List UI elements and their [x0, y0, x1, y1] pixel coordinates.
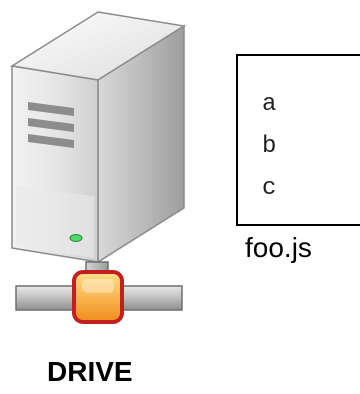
network-connector-icon — [72, 270, 124, 324]
server-front-panel — [16, 186, 94, 258]
file-content-box: a b c — [236, 54, 360, 226]
file-line: b — [262, 133, 277, 160]
power-led-icon — [69, 234, 83, 242]
file-line: a — [262, 91, 277, 118]
file-line: c — [262, 175, 277, 202]
server-vents — [28, 102, 74, 148]
file-name-label: foo.js — [245, 232, 312, 263]
drive-label: DRIVE — [47, 356, 133, 387]
server-tower-icon — [9, 11, 187, 324]
